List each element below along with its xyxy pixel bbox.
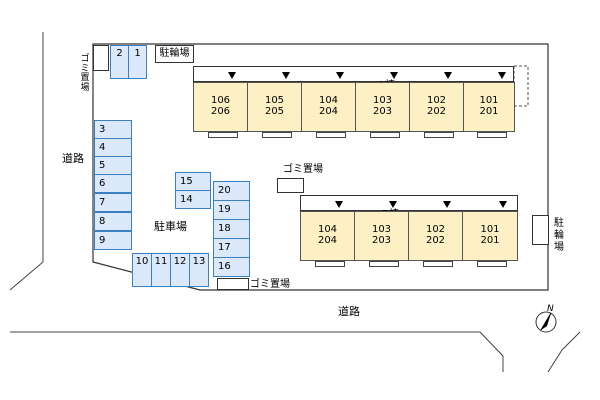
balcony-step (369, 261, 399, 267)
parking-space-9: 9 (94, 231, 132, 250)
parking-space-16: 16 (213, 257, 250, 277)
balcony-step (477, 261, 507, 267)
unit-b-4: 101 201 (462, 211, 518, 261)
unit-number-lower: 104 (318, 95, 339, 106)
trash-bottom-label: ゴミ置場 (250, 279, 290, 290)
entrance-marker (390, 72, 398, 79)
parking-space-14: 14 (175, 190, 211, 209)
balcony-step (477, 132, 507, 138)
unit-a-2: 105 205 (247, 82, 302, 132)
trash-center-box (277, 178, 304, 193)
balcony-step (370, 132, 400, 138)
unit-a-5: 102 202 (409, 82, 464, 132)
parking-space-1: 1 (128, 45, 147, 79)
unit-number-lower: 106 (210, 95, 231, 106)
parking-space-3: 3 (94, 120, 132, 139)
balcony-step (262, 132, 292, 138)
unit-b-3: 102 202 (408, 211, 463, 261)
parking-space-15: 15 (175, 172, 211, 191)
entrance-marker (335, 201, 343, 208)
unit-number-upper: 204 (317, 235, 338, 246)
unit-number-lower: 101 (479, 95, 499, 106)
trash-center-label: ゴミ置場 (283, 164, 323, 175)
entrance-marker (498, 72, 506, 79)
balcony-step (315, 261, 345, 267)
unit-number-lower: 105 (264, 95, 285, 106)
unit-number-upper: 203 (371, 235, 392, 246)
trash-left-box (93, 45, 109, 71)
north-label: N (547, 304, 554, 314)
entrance-marker (336, 72, 344, 79)
parking-space-19: 19 (213, 200, 250, 220)
unit-a-1: 106 206 (193, 82, 248, 132)
bottom-road-far-corner (547, 331, 581, 373)
entrance-marker (389, 201, 397, 208)
parking-space-7: 7 (94, 193, 132, 212)
building-a: A棟 106 206 105 205 104 204 103 203 102 2… (193, 66, 515, 140)
building-b: B棟 104 204 103 203 102 202 101 201 (300, 195, 520, 270)
trash-bottom-box (217, 278, 249, 290)
unit-number-upper: 202 (426, 106, 447, 117)
unit-number-lower: 101 (480, 224, 500, 235)
road-bottom-label: 道路 (338, 305, 360, 318)
unit-number-upper: 201 (479, 106, 499, 117)
parking-space-5: 5 (94, 156, 132, 175)
bottom-road-right-corner (479, 331, 504, 372)
entrance-marker (443, 201, 451, 208)
parking-space-12: 12 (170, 253, 190, 287)
entrance-marker (228, 72, 236, 79)
balcony-step (316, 132, 346, 138)
bike-parking-top: 駐輪場 (155, 45, 194, 63)
unit-number-upper: 203 (372, 106, 393, 117)
unit-b-2: 103 203 (354, 211, 409, 261)
parking-space-4: 4 (94, 138, 132, 157)
parking-space-13: 13 (189, 253, 209, 287)
unit-number-upper: 204 (318, 106, 339, 117)
unit-a-4: 103 203 (355, 82, 410, 132)
unit-number-upper: 201 (480, 235, 500, 246)
unit-number-upper: 202 (425, 235, 446, 246)
parking-space-20: 20 (213, 181, 250, 201)
building-a-corridor (193, 66, 514, 82)
balcony-step (424, 132, 454, 138)
road-left-label: 道路 (62, 152, 84, 165)
parking-space-10: 10 (132, 253, 152, 287)
balcony-step (423, 261, 453, 267)
north-arrow-circle (535, 311, 557, 333)
balcony-step (208, 132, 238, 138)
parking-lot-label: 駐車場 (154, 220, 187, 233)
left-road-corner (9, 261, 44, 291)
parking-space-2: 2 (110, 45, 129, 79)
unit-number-lower: 103 (371, 224, 392, 235)
entrance-marker (282, 72, 290, 79)
bike-parking-right-box (532, 215, 549, 245)
trash-left-label: ゴミ置場 (80, 54, 90, 93)
parking-space-11: 11 (151, 253, 171, 287)
unit-number-upper: 206 (210, 106, 231, 117)
parking-space-17: 17 (213, 238, 250, 258)
unit-number-lower: 102 (425, 224, 446, 235)
entrance-marker (444, 72, 452, 79)
building-b-corridor (300, 195, 518, 211)
parking-space-8: 8 (94, 212, 132, 231)
unit-b-1: 104 204 (300, 211, 355, 261)
unit-a-3: 104 204 (301, 82, 356, 132)
entrance-marker (499, 201, 507, 208)
unit-number-lower: 102 (426, 95, 447, 106)
unit-number-lower: 104 (317, 224, 338, 235)
parking-space-6: 6 (94, 174, 132, 193)
bike-parking-right-label: 駐輪場 (554, 218, 564, 253)
parking-space-18: 18 (213, 219, 250, 239)
unit-number-upper: 205 (264, 106, 285, 117)
unit-a-6: 101 201 (463, 82, 515, 132)
unit-number-lower: 103 (372, 95, 393, 106)
